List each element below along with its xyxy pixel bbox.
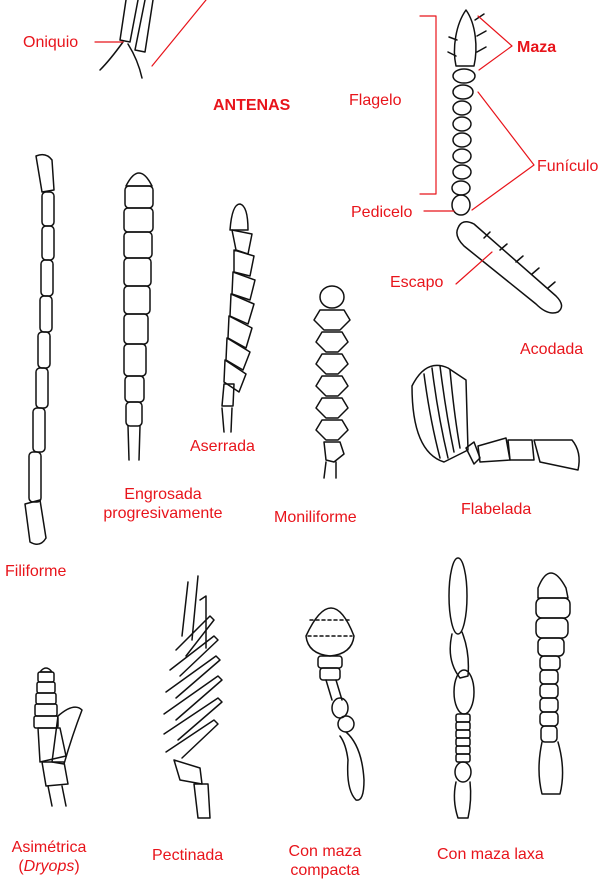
label-maza-compacta: Con maza compacta — [280, 842, 370, 880]
label-pedicelo: Pedicelo — [351, 203, 412, 222]
label-filiforme: Filiforme — [5, 562, 66, 581]
tarsus-claw-figure — [100, 0, 153, 78]
label-asimetrica-line1: Asimétrica — [4, 838, 94, 857]
label-oniquio: Oniquio — [23, 33, 78, 52]
label-engrosada: Engrosada progresivamente — [98, 485, 228, 523]
label-funiculo: Funículo — [537, 157, 598, 176]
moniliform-antenna-figure — [314, 286, 350, 478]
asymmetric-antenna-figure — [34, 668, 82, 806]
label-escapo: Escapo — [390, 273, 443, 292]
flabellate-antenna-figure — [412, 365, 579, 470]
label-flagelo: Flagelo — [349, 91, 401, 110]
geniculate-leader-lines — [95, 0, 534, 284]
label-aserrada: Aserrada — [190, 437, 255, 456]
label-asimetrica-line2: (Dryops) — [4, 857, 94, 876]
label-maza-compacta-line2: compacta — [280, 861, 370, 880]
loose-club-antenna-figure-1 — [449, 558, 474, 818]
label-acodada: Acodada — [520, 340, 583, 359]
label-flabelada: Flabelada — [461, 500, 531, 519]
label-maza: Maza — [517, 38, 556, 57]
page-title: ANTENAS — [213, 96, 290, 115]
label-engrosada-line2: progresivamente — [98, 504, 228, 523]
filiform-antenna-figure — [25, 155, 54, 545]
label-asimetrica: Asimétrica (Dryops) — [4, 838, 94, 876]
label-dryops: Dryops — [24, 858, 75, 875]
label-engrosada-line1: Engrosada — [98, 485, 228, 504]
label-maza-laxa: Con maza laxa — [437, 845, 544, 864]
clavate-antenna-figure — [124, 173, 153, 460]
loose-club-antenna-figure-2 — [536, 573, 570, 794]
pectinate-antenna-figure — [164, 576, 222, 818]
label-moniliforme: Moniliforme — [274, 508, 357, 527]
label-pectinada: Pectinada — [152, 846, 223, 865]
label-maza-compacta-line1: Con maza — [280, 842, 370, 861]
serrate-antenna-figure — [222, 204, 255, 432]
compact-club-antenna-figure — [306, 608, 364, 800]
